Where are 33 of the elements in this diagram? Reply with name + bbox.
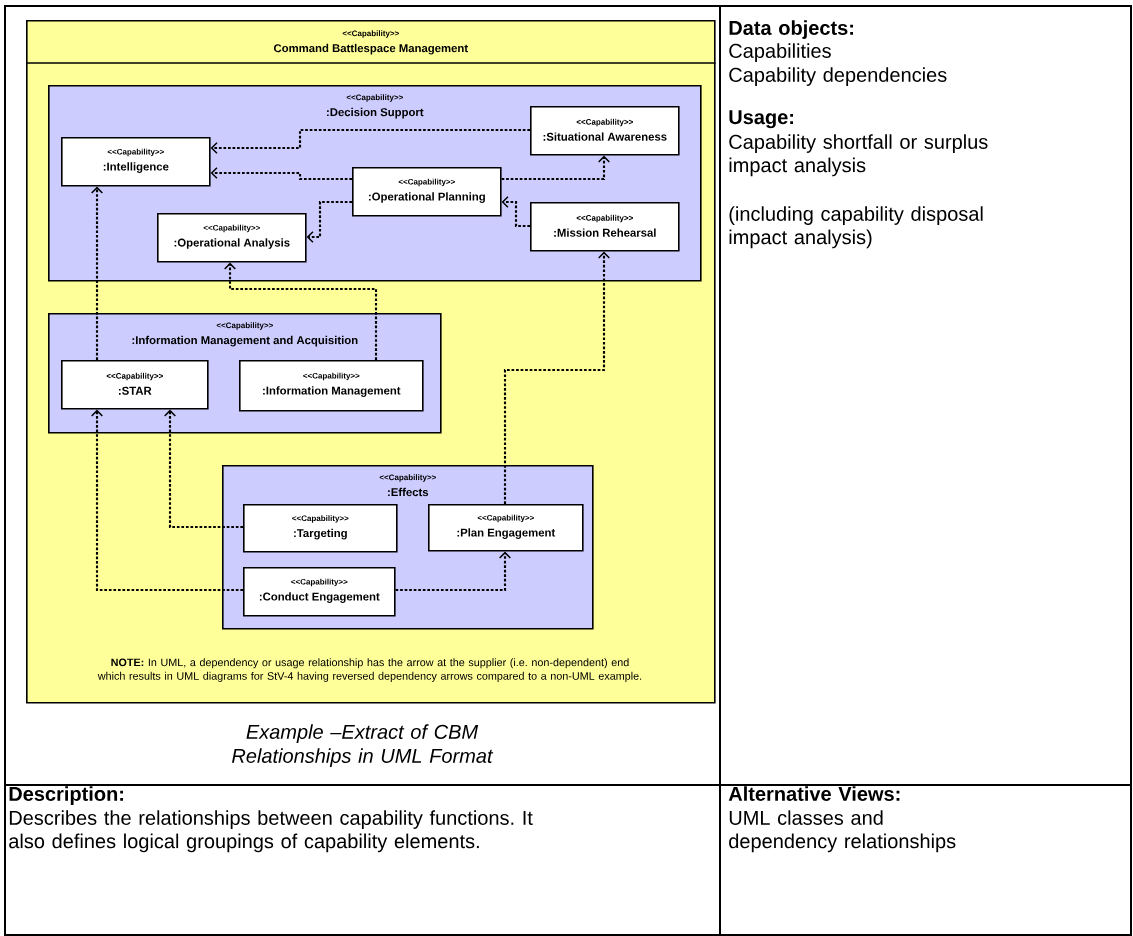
dependency-arrow <box>210 128 530 155</box>
section-heading: Alternative Views: <box>728 786 900 801</box>
capability-box: <<Capability>> :Targeting <box>243 504 398 553</box>
body-text: (including capability disposal impact analysis) <box>729 206 983 249</box>
dependency-arrow <box>210 166 352 181</box>
dependency-arrow <box>395 551 512 592</box>
capability-box: <<Capability>> :Intelligence <box>61 137 211 187</box>
body-text: UML classes and dependency relationships <box>729 810 956 853</box>
capability-box: <<Capability>> :Operational Analysis <box>157 213 307 263</box>
capability-box: <<Capability>> :Plan Engagement <box>428 504 584 552</box>
capability-box: <<Capability>> :Mission Rehearsal <box>530 202 680 252</box>
capability-box: <<Capability>> :Operational Planning <box>352 167 502 217</box>
capability-box: <<Capability>> :Conduct Engagement <box>243 567 396 617</box>
section-heading: Usage: <box>729 110 793 129</box>
capability-box: <<Capability>> :Situational Awareness <box>530 106 680 156</box>
capability-box: <<Capability>> :Information Management <box>239 360 424 412</box>
body-text: Capability shortfall or surplus impact analysis <box>729 134 988 177</box>
dependency-arrow <box>503 251 611 504</box>
list-item: Capabilities <box>729 43 831 62</box>
dependency-arrow <box>90 186 104 360</box>
note-text: NOTE: In UML, a dependency or usage relationship has the arrow at the supplier (i.e. non-dependent) end which results in UML diagrams for StV-4 having reversed dependency arrows compared to a non-UML example. <box>97 658 642 682</box>
capability-box: <<Capability>> :STAR <box>61 360 209 410</box>
dependency-arrow <box>90 409 243 592</box>
dependency-arrow <box>501 155 611 181</box>
list-item: Capability dependencies <box>729 67 947 86</box>
caption: Example –Extract of CBM Relationships in UML Format <box>232 724 494 767</box>
body-text: Describes the relationships between capability functions. It also defines logical groupings of capability elements. <box>9 810 533 853</box>
section-heading: Description: <box>9 786 123 805</box>
dependency-arrow <box>306 200 352 244</box>
dependency-arrow <box>223 262 378 360</box>
dependency-arrow <box>163 409 243 529</box>
dependency-arrow <box>501 195 530 228</box>
section-heading: Data objects: <box>729 20 853 39</box>
